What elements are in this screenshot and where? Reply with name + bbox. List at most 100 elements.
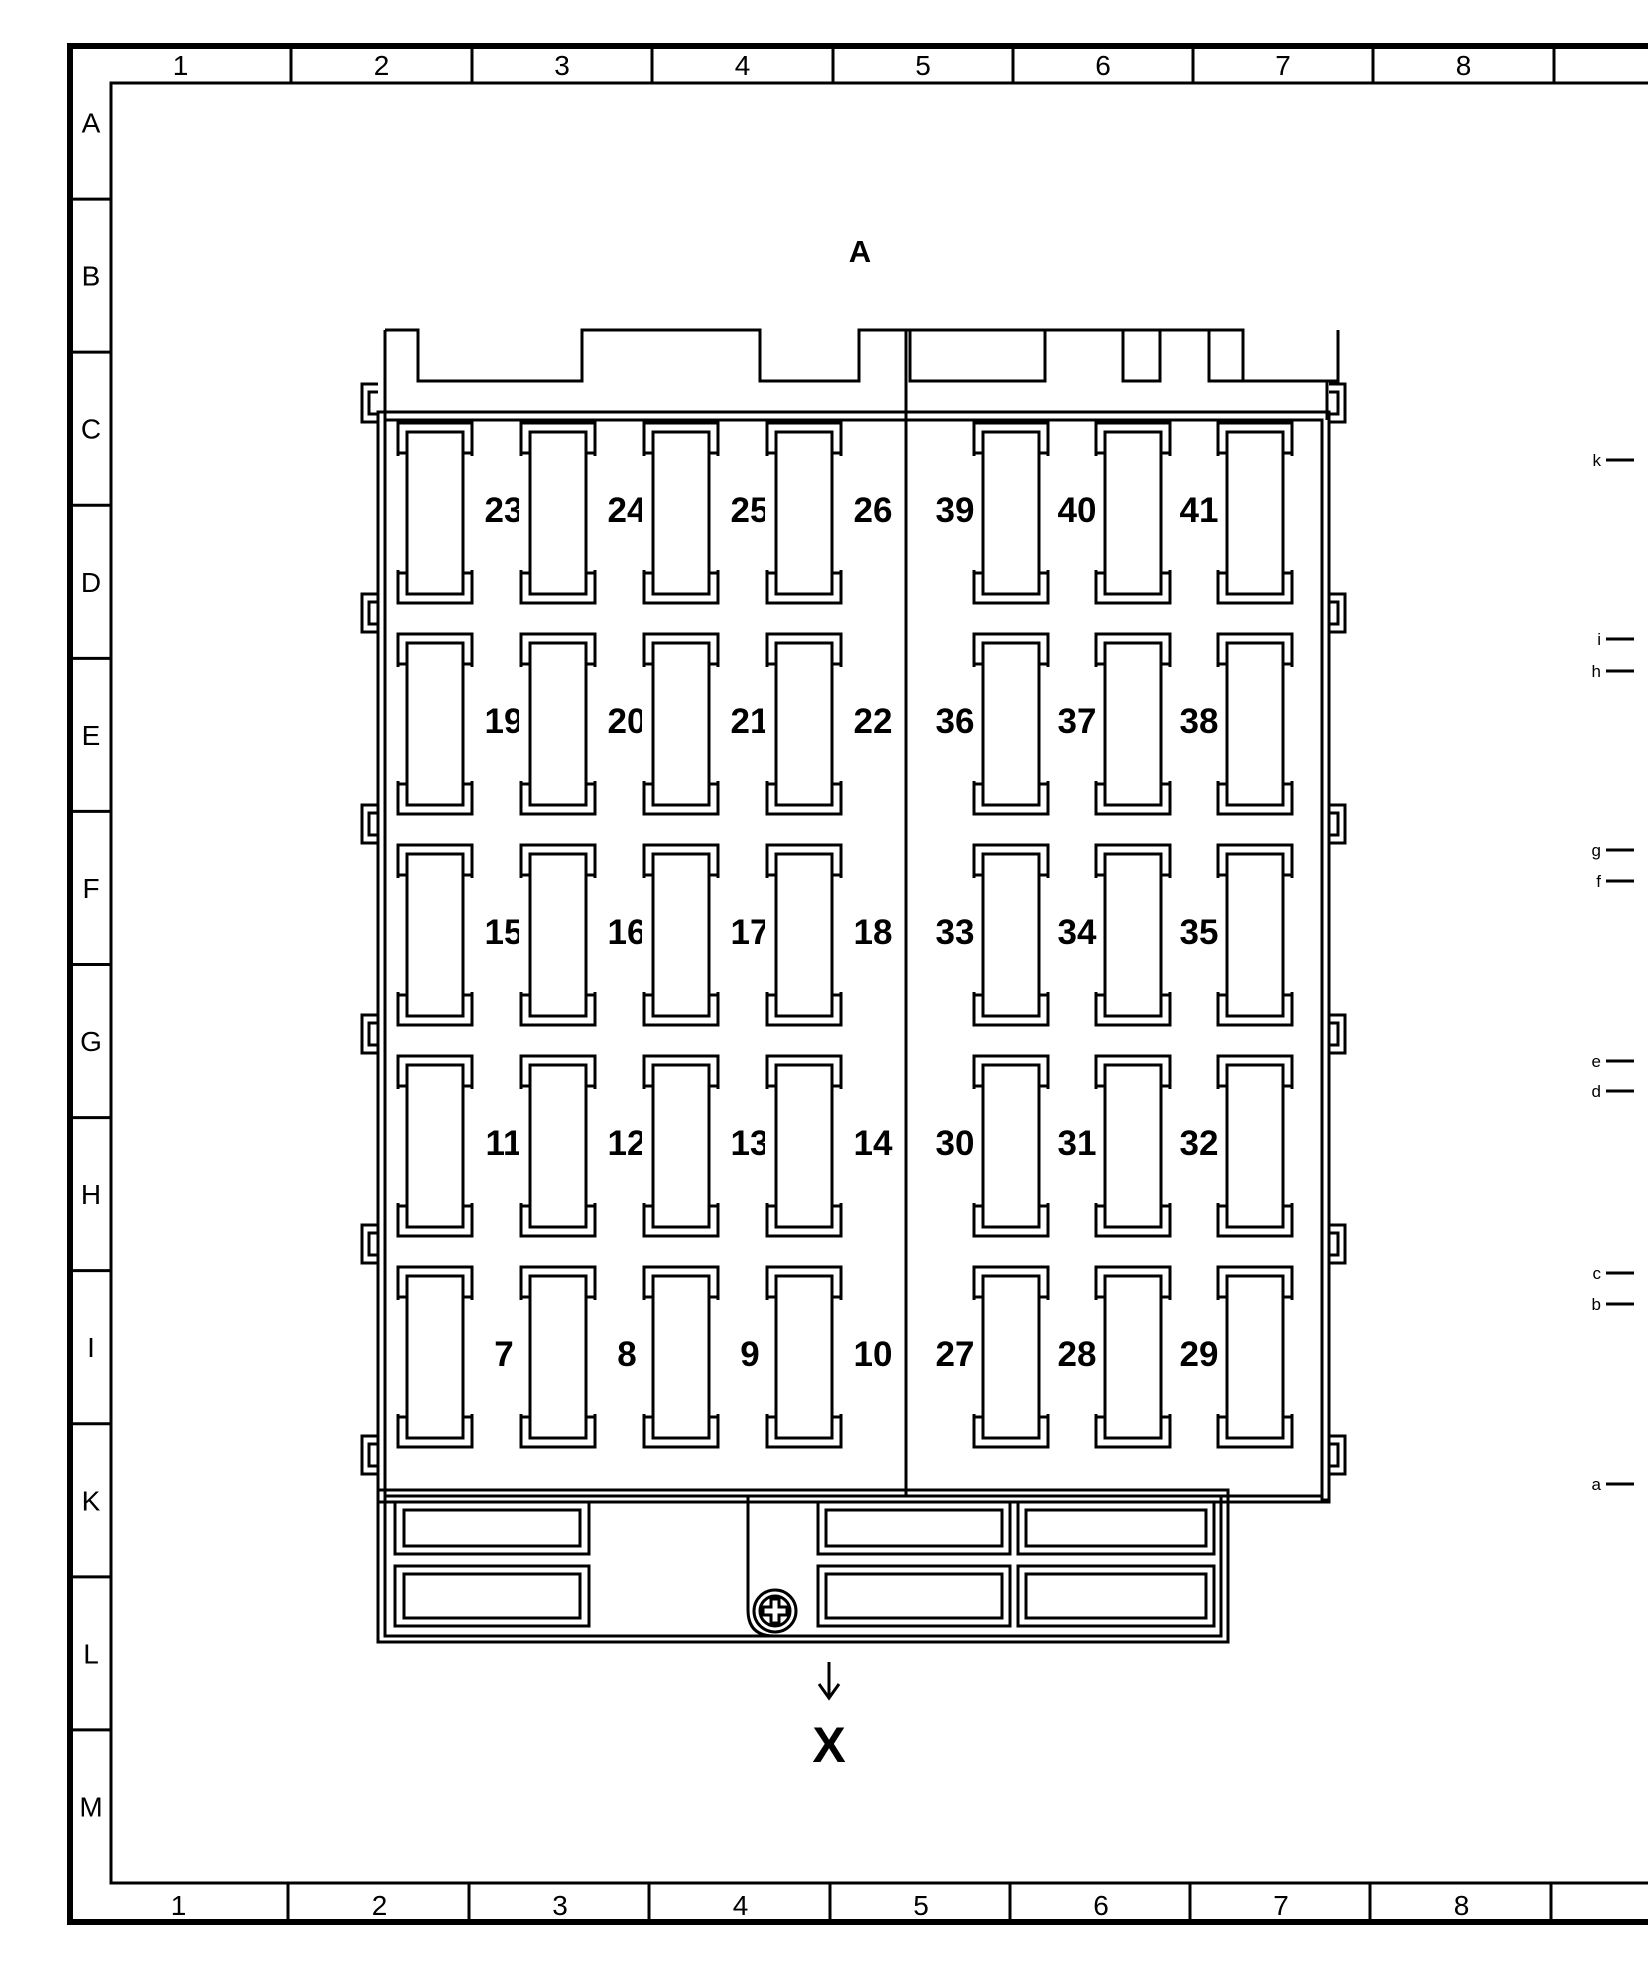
fuse-slot: [642, 1054, 720, 1238]
callout-letter: i: [1597, 630, 1601, 649]
fuse-slot: [519, 843, 597, 1027]
fuse-slot: [1216, 421, 1294, 605]
callout-letter: g: [1592, 841, 1601, 860]
fuse-slot: [642, 843, 720, 1027]
fuse-number: 40: [1058, 491, 1097, 530]
grid-row-label: L: [83, 1638, 99, 1669]
fuse-number: 34: [1058, 913, 1097, 952]
fuse-slot: [396, 421, 474, 605]
callout-letter: c: [1593, 1264, 1602, 1283]
direction-label: X: [812, 1717, 845, 1773]
grid-row-label: I: [87, 1332, 95, 1363]
callout-letter: a: [1592, 1475, 1602, 1494]
fuse-number: 17: [731, 913, 770, 952]
fuse-number: 29: [1180, 1335, 1219, 1374]
fuse-slot: [642, 632, 720, 816]
grid-column-label: 7: [1273, 1890, 1289, 1921]
grid-column-label: 6: [1095, 50, 1111, 81]
fuse-number: 21: [731, 702, 770, 741]
fuse-slot: [972, 1054, 1050, 1238]
fuse-number: 7: [494, 1335, 513, 1374]
fuse-number: 22: [854, 702, 893, 741]
fuse-number: 19: [485, 702, 524, 741]
fuse-number: 26: [854, 491, 893, 530]
fuse-slot: [1216, 1054, 1294, 1238]
fuse-number: 24: [608, 491, 647, 530]
fuse-number: 37: [1058, 702, 1097, 741]
grid-row-label: F: [82, 873, 99, 904]
grid-column-label: 8: [1454, 1890, 1470, 1921]
grid-column-label: 2: [374, 50, 390, 81]
screw-head-icon: [752, 1588, 798, 1634]
mounting-clip: [360, 382, 378, 424]
fuse-number: 30: [936, 1124, 975, 1163]
mounting-clip: [360, 803, 378, 845]
callout-letter: e: [1592, 1052, 1601, 1071]
mounting-clip: [1329, 1223, 1347, 1265]
fuse-slot: [972, 421, 1050, 605]
grid-row-label: E: [82, 720, 101, 751]
callout-letter: k: [1593, 451, 1602, 470]
fuse-slot: [519, 1054, 597, 1238]
fuse-slot: [642, 1265, 720, 1449]
relay-slot: [816, 1500, 1012, 1556]
view-label: A: [849, 234, 871, 269]
fuse-slot: [1094, 1054, 1172, 1238]
mounting-clip: [1329, 1013, 1347, 1055]
fuse-number: 10: [854, 1335, 893, 1374]
grid-row-label: M: [79, 1791, 102, 1822]
fuse-number: 31: [1058, 1124, 1097, 1163]
fuse-slot: [1216, 632, 1294, 816]
grid-column-label: 7: [1275, 50, 1291, 81]
grid-column-label: 1: [171, 1890, 187, 1921]
relay-slot: [393, 1564, 591, 1628]
grid-column-label: 4: [733, 1890, 749, 1921]
fuse-slot: [972, 632, 1050, 816]
grid-column-label: 2: [372, 1890, 388, 1921]
mounting-clip: [360, 1223, 378, 1265]
fuse-slot: [396, 1265, 474, 1449]
mounting-clip: [1329, 803, 1347, 845]
mounting-clip: [360, 1434, 378, 1476]
callout-letter: b: [1592, 1295, 1601, 1314]
fuse-slot: [765, 421, 843, 605]
fuse-slot: [396, 1054, 474, 1238]
grid-column-label: 6: [1093, 1890, 1109, 1921]
fuse-number: 15: [485, 913, 524, 952]
fuse-slot: [642, 421, 720, 605]
grid-row-label: C: [81, 414, 101, 445]
fuse-number: 28: [1058, 1335, 1097, 1374]
fuse-slot: [396, 843, 474, 1027]
fuse-number: 27: [936, 1335, 975, 1374]
grid-row-label: K: [82, 1485, 101, 1516]
fuse-number: 41: [1180, 491, 1219, 530]
fuse-slot: [1094, 632, 1172, 816]
relay-slot: [1016, 1500, 1216, 1556]
fuse-number: 18: [854, 913, 893, 952]
mounting-clip: [1329, 382, 1347, 424]
grid-column-label: 1: [173, 50, 189, 81]
mounting-clip: [360, 592, 378, 634]
fuse-number: 35: [1180, 913, 1219, 952]
grid-column-label: 4: [735, 50, 751, 81]
callout-letter: f: [1596, 872, 1601, 891]
grid-column-label: 5: [915, 50, 931, 81]
grid-row-label: H: [81, 1179, 101, 1210]
fuse-slot: [519, 1265, 597, 1449]
fuse-number: 20: [608, 702, 647, 741]
fuse-number: 36: [936, 702, 975, 741]
fuse-slot: [765, 632, 843, 816]
fuse-slot: [1216, 843, 1294, 1027]
fuse-slot: [972, 1265, 1050, 1449]
relay-slots: [393, 1500, 1216, 1628]
fuse-block-housing: [360, 328, 1347, 1644]
fuse-number: 16: [608, 913, 647, 952]
relay-slot: [816, 1564, 1012, 1628]
fuse-number: 13: [731, 1124, 770, 1163]
grid-column-label: 5: [913, 1890, 929, 1921]
fuse-number: 14: [854, 1124, 893, 1163]
